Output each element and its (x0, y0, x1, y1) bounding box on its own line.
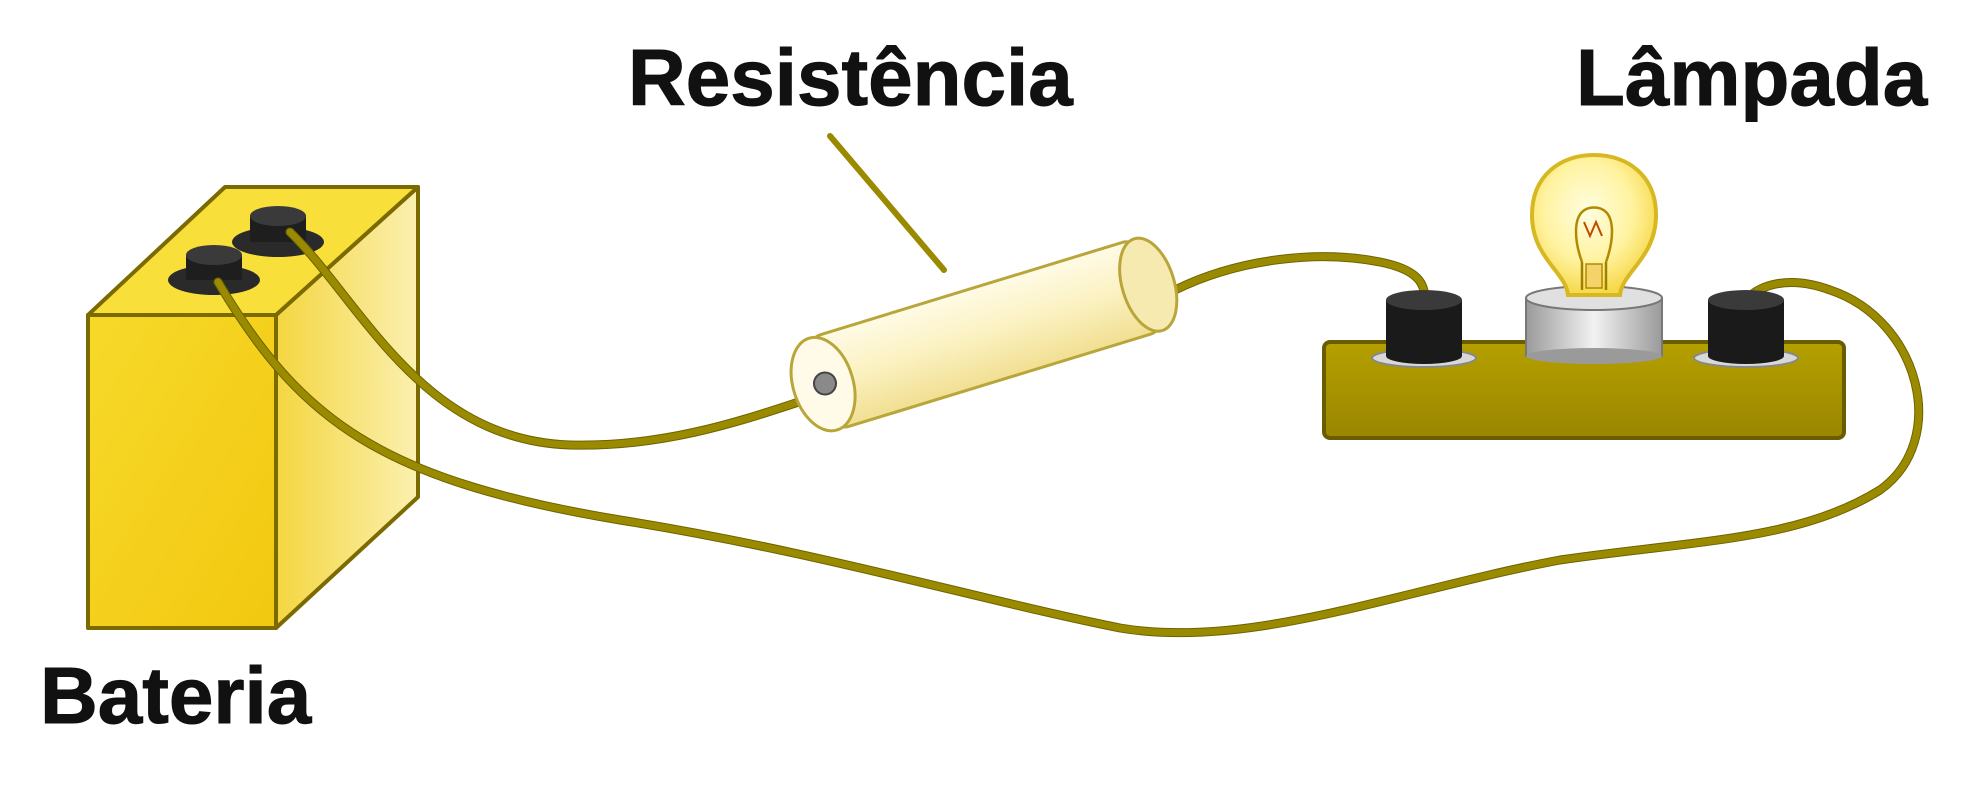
resistor-pointer-line (827, 133, 947, 273)
wire (213, 227, 1924, 638)
resistor-body (810, 240, 1161, 429)
lamp-label: Lâmpada (1575, 33, 1928, 122)
lamp-terminal-left (1386, 290, 1462, 364)
resistor-right-cap (1118, 236, 1179, 333)
resistor-lead-hole (812, 371, 837, 396)
battery-icon (86, 185, 420, 630)
battery-front-face (86, 313, 278, 630)
resistor-label: Resistência (628, 33, 1074, 122)
resistor-icon (789, 236, 1179, 433)
battery-label: Bateria (39, 651, 312, 740)
lamp-terminal-right (1708, 290, 1784, 364)
light-bulb-icon (1525, 152, 1663, 364)
